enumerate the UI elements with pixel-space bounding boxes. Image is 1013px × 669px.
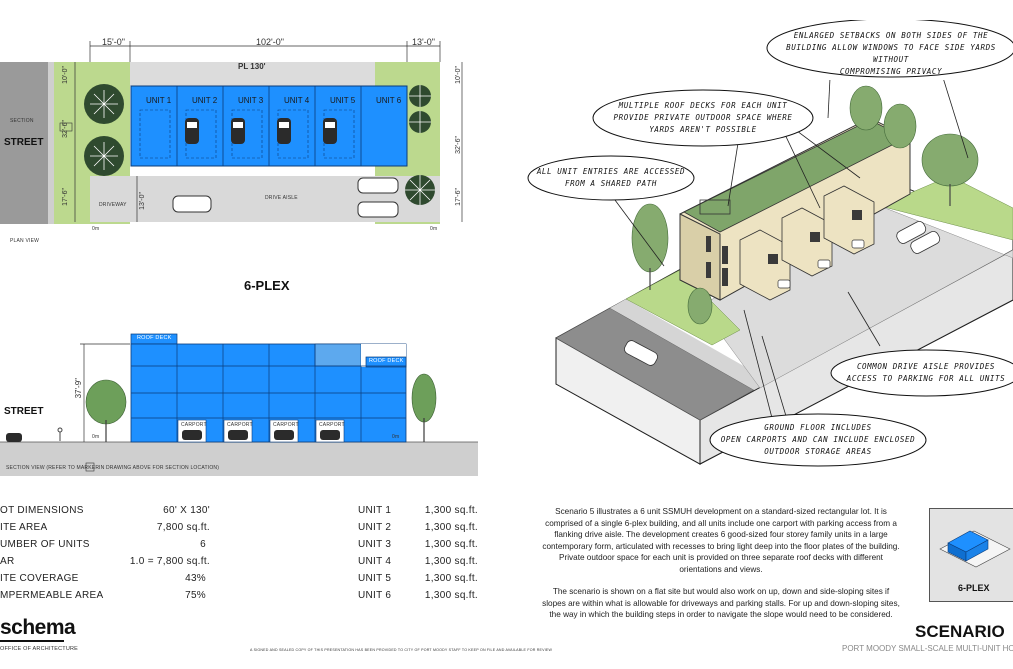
carport-label: CARPORT bbox=[181, 422, 207, 428]
roof-deck-label: ROOF DECK bbox=[369, 358, 404, 364]
unit-area-value: 1,300 sq.ft. bbox=[424, 539, 478, 550]
stat-value: 43% bbox=[185, 573, 206, 584]
description-paragraph-2: The scenario is shown on a flat site but… bbox=[542, 587, 900, 619]
logo-tagline: OFFICE OF ARCHITECTURE bbox=[0, 646, 79, 652]
description-paragraph-1: Scenario 5 illustrates a 6 unit SSMUH de… bbox=[542, 507, 900, 574]
property-line-label: PL 130' bbox=[238, 62, 266, 71]
unit-area-label: UNIT 6 bbox=[358, 590, 392, 601]
key-plan-thumbnail: 6-PLEX bbox=[929, 508, 1013, 602]
unit-area-label: UNIT 1 bbox=[358, 505, 392, 516]
plan-unit-label: UNIT 6 bbox=[376, 96, 402, 105]
callout-roof-decks: MULTIPLE ROOF DECKS FOR EACH UNIT PROVID… bbox=[613, 101, 793, 134]
dim-right: 13'-0" bbox=[412, 37, 435, 47]
schema-logo: schema bbox=[0, 616, 76, 639]
unit-area-label: UNIT 3 bbox=[358, 539, 392, 550]
isometric-drawing bbox=[555, 80, 1013, 465]
stat-value: 75% bbox=[185, 590, 206, 601]
scenario-title: SCENARIO bbox=[915, 622, 1005, 641]
stat-label: AR bbox=[0, 556, 15, 567]
plan-unit-label: UNIT 3 bbox=[238, 96, 264, 105]
section-street-label: STREET bbox=[4, 406, 44, 417]
scenario-description: Scenario 5 illustrates a 6 unit SSMUH de… bbox=[540, 506, 902, 621]
driveway-label: DRIVEWAY bbox=[99, 202, 127, 208]
callout-entries: ALL UNIT ENTRIES ARE ACCESSED FROM A SHA… bbox=[536, 167, 686, 188]
unit-area-label: UNIT 5 bbox=[358, 573, 392, 584]
section-scale-zero-right: 0m bbox=[392, 434, 400, 440]
unit-area-table: UNIT 1 1,300 sq.ft. UNIT 2 1,300 sq.ft. UN… bbox=[358, 505, 478, 607]
section-caption-continued: IN DRAWING ABOVE FOR SECTION LOCATION) bbox=[99, 465, 220, 471]
roof-deck-label: ROOF DECK bbox=[137, 335, 172, 341]
stat-label: MPERMEABLE AREA bbox=[0, 590, 104, 601]
plex-title: 6-PLEX bbox=[244, 278, 290, 293]
unit-area-value: 1,300 sq.ft. bbox=[424, 590, 478, 601]
stat-value: 7,800 sq.ft. bbox=[156, 522, 210, 533]
callout-drive-aisle: COMMON DRIVE AISLE PROVIDES ACCESS TO PA… bbox=[846, 362, 1006, 383]
unit-area-value: 1,300 sq.ft. bbox=[424, 522, 478, 533]
drive-aisle-label: DRIVE AISLE bbox=[265, 195, 298, 201]
stat-label: ITE AREA bbox=[0, 522, 48, 533]
plan-unit-label: UNIT 1 bbox=[146, 96, 172, 105]
section-drawing bbox=[0, 333, 478, 476]
unit-area-value: 1,300 sq.ft. bbox=[424, 505, 478, 516]
plan-view-label: PLAN VIEW bbox=[10, 238, 40, 244]
key-plan-label: 6-PLEX bbox=[958, 583, 990, 593]
plan-unit-label: UNIT 4 bbox=[284, 96, 310, 105]
callout-setbacks: ENLARGED SETBACKS ON BOTH SIDES OF THE B… bbox=[786, 31, 996, 76]
stat-label: UMBER OF UNITS bbox=[0, 539, 90, 550]
carport-label: CARPORT bbox=[319, 422, 345, 428]
footer-note: A SIGNED AND SEALED COPY OF THIS PRESENT… bbox=[250, 648, 553, 652]
stat-label: OT DIMENSIONS bbox=[0, 505, 84, 516]
key-plan-icon bbox=[939, 530, 1011, 568]
stat-value: 1.0 = 7,800 sq.ft. bbox=[129, 556, 210, 567]
dim-left: 15'-0" bbox=[102, 37, 125, 47]
section-caption: SECTION VIEW (REFER TO MARKER bbox=[6, 465, 100, 471]
scale-zero-right: 0m bbox=[430, 226, 438, 232]
plan-street-label: STREET bbox=[4, 137, 44, 148]
document-subtitle: PORT MOODY SMALL-SCALE MULTI-UNIT HOUSI bbox=[842, 644, 1013, 653]
side-dim: 10'-0" bbox=[455, 66, 462, 84]
site-stats-table: OT DIMENSIONS 60' X 130' ITE AREA 7,800 sq… bbox=[0, 505, 210, 607]
side-dim: 32'-6" bbox=[62, 120, 69, 138]
side-dim: 17'-6" bbox=[455, 188, 462, 206]
side-dim: 32'-6" bbox=[455, 136, 462, 154]
section-scale-zero-left: 0m bbox=[92, 434, 100, 440]
plan-unit-label: UNIT 5 bbox=[330, 96, 356, 105]
unit-area-value: 1,300 sq.ft. bbox=[424, 556, 478, 567]
unit-area-label: UNIT 2 bbox=[358, 522, 392, 533]
side-dim: 13'-0" bbox=[139, 192, 146, 210]
dim-middle: 102'-0" bbox=[256, 37, 284, 47]
stat-value: 60' X 130' bbox=[163, 505, 210, 516]
logo-underline bbox=[0, 640, 64, 642]
site-plan-drawing bbox=[0, 41, 463, 224]
unit-area-value: 1,300 sq.ft. bbox=[424, 573, 478, 584]
side-dim: 17'-6" bbox=[62, 188, 69, 206]
side-dim: 10'-0" bbox=[62, 66, 69, 84]
stat-label: ITE COVERAGE bbox=[0, 573, 79, 584]
stat-value: 6 bbox=[200, 539, 206, 550]
plan-unit-label: UNIT 2 bbox=[192, 96, 218, 105]
callout-bubbles bbox=[527, 20, 1013, 467]
carport-label: CARPORT bbox=[227, 422, 253, 428]
scale-zero-left: 0m bbox=[92, 226, 100, 232]
section-height-dim: 37'-9" bbox=[74, 378, 83, 399]
callout-ground-floor: GROUND FLOOR INCLUDES OPEN CARPORTS AND … bbox=[720, 423, 916, 456]
unit-area-label: UNIT 4 bbox=[358, 556, 392, 567]
section-marker-label: SECTION bbox=[10, 118, 34, 124]
carport-label: CARPORT bbox=[273, 422, 299, 428]
